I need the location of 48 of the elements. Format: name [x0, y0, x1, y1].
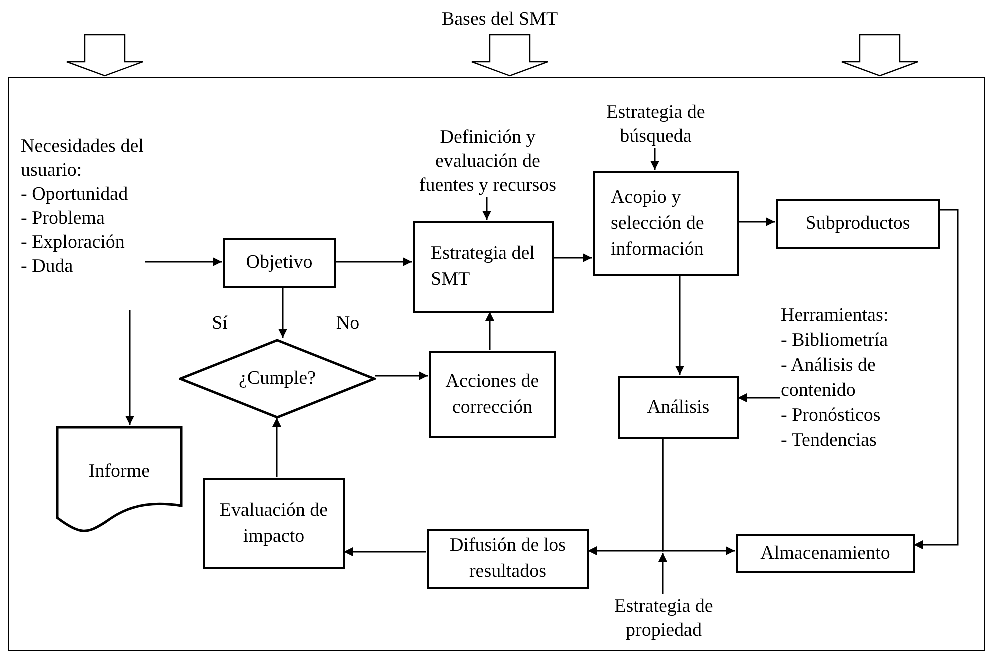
arrow [278, 287, 288, 338]
note-text: Estrategia de búsqueda [606, 101, 706, 149]
node-label: Informe [88, 460, 152, 484]
arrow [126, 310, 134, 425]
arrow [272, 418, 282, 477]
arrow [650, 148, 660, 170]
note-text: - Problema [21, 207, 105, 231]
frame-box [8, 77, 985, 651]
branch-label: Sí [211, 312, 229, 336]
arrow [914, 209, 959, 550]
note-text: Necesidades del usuario: [21, 135, 145, 183]
heading-text: Bases del SMT [440, 8, 560, 32]
process-box: Difusión de los resultados [427, 529, 589, 589]
arrow [738, 218, 775, 226]
process-box: Objetivo [223, 238, 336, 288]
arrow [662, 438, 735, 556]
process-box: Subproductos [776, 199, 940, 249]
process-box: Evaluación de impacto [203, 478, 345, 569]
branch-label: No [335, 312, 361, 336]
note-text: - Bibliometría [781, 329, 888, 353]
arrow [658, 553, 668, 594]
block-arrow [66, 34, 144, 77]
note-text: - Duda [21, 255, 74, 279]
note-text: Herramientas: [781, 304, 889, 328]
process-box: Acopio y selección de información [593, 171, 739, 276]
arrow [145, 258, 222, 266]
process-box: Acciones de corrección [429, 351, 556, 438]
block-arrow [841, 34, 919, 77]
process-box: Estrategia del SMT [413, 221, 554, 313]
arrow [375, 372, 428, 380]
arrow [486, 312, 494, 350]
arrow [553, 254, 592, 262]
arrow [676, 275, 684, 375]
block-arrow [471, 34, 549, 77]
process-box: Almacenamiento [736, 534, 915, 573]
node-label: ¿Cumple? [238, 366, 316, 391]
note-text: - Tendencias [781, 429, 877, 453]
arrow [344, 548, 426, 556]
note-text: - Pronósticos [781, 404, 881, 428]
note-text: - Exploración [21, 231, 125, 255]
arrow [335, 258, 412, 266]
process-box: Análisis [618, 376, 739, 439]
note-text: - Análisis de contenido [781, 354, 877, 403]
arrow [482, 197, 492, 220]
note-text: Estrategia de propiedad [614, 595, 714, 643]
arrow [738, 394, 780, 402]
note-text: Definición y evaluación de fuentes y recursos [418, 126, 558, 198]
note-text: - Oportunidad [21, 183, 128, 207]
